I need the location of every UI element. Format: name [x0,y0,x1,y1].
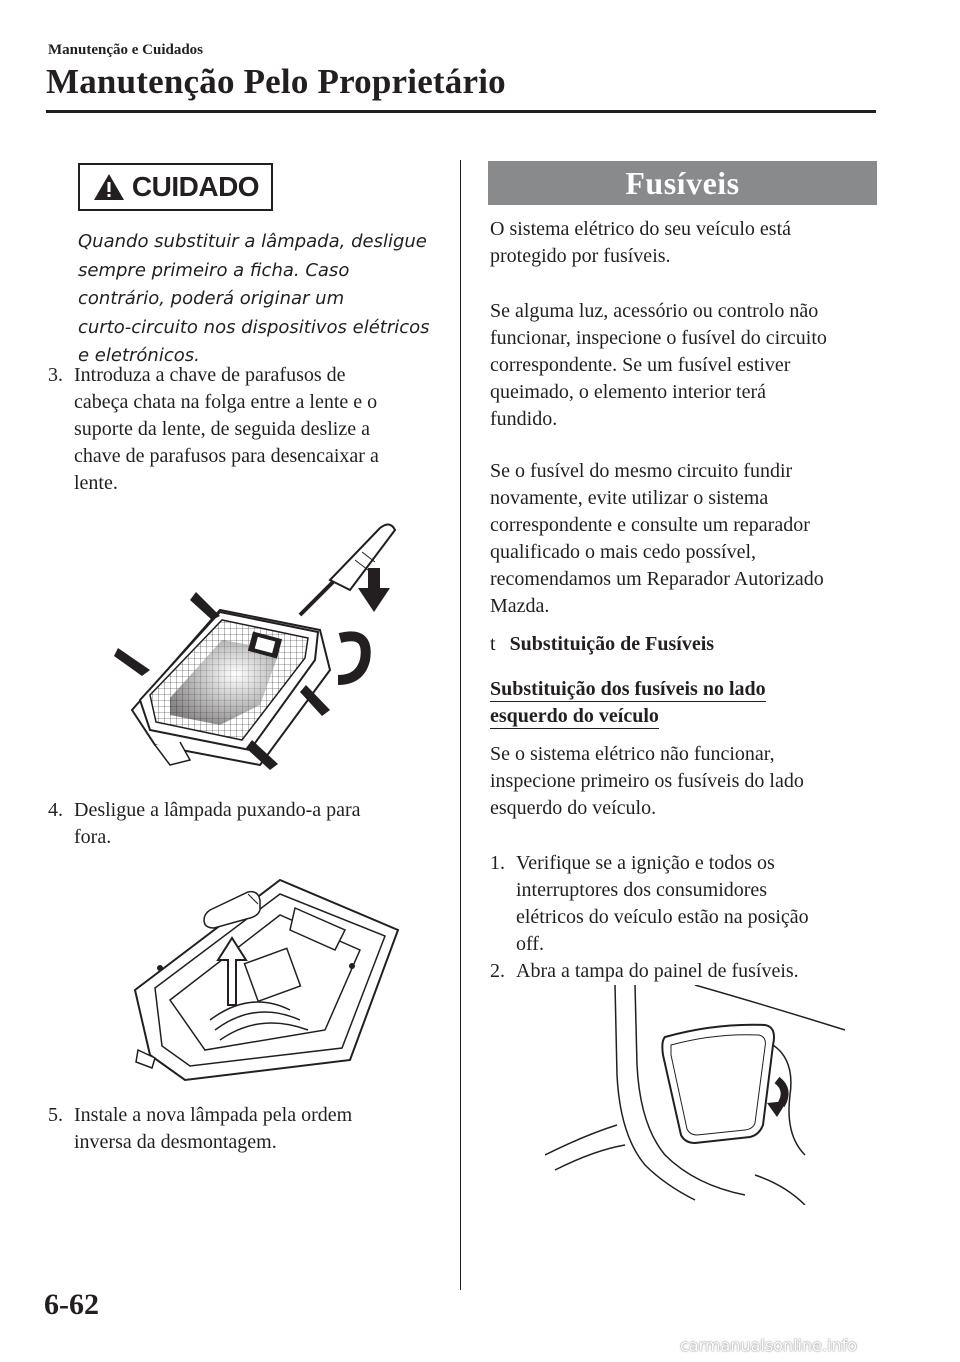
caution-label: CUIDADO [131,171,260,202]
caution-line: sempre primeiro a ficha. Caso [78,259,350,281]
caution-line: contrário, poderá originar um [78,288,345,309]
paragraph-line: O sistema elétrico do seu veículo está [490,218,792,240]
step-3: 3. Introduza a chave de parafusos de cab… [48,362,438,497]
step-line: Instale a nova lâmpada pela ordem [74,1104,353,1126]
step-line: Introduza a chave de parafusos de [74,364,346,386]
warning-triangle-icon [93,174,124,200]
fuse-step-1: 1. Verifique se a ignição e todos os int… [490,850,875,958]
step-line: lente. [74,472,118,494]
paragraph-line: Mazda. [490,595,550,617]
paragraph-line: inspecione primeiro os fusíveis do lado [490,770,804,792]
step-line: suporte da lente, de seguida deslize a [74,418,370,440]
step-number: 4. [48,799,63,821]
caution-box: CUIDADO [78,163,273,211]
chapter-title: Manutenção Pelo Proprietário [46,62,506,101]
step-line: interruptores dos consumidores [516,879,768,901]
step-line: Abra a tampa do painel de fusíveis. [516,960,799,982]
paragraph-line: qualificado o mais cedo possível, [490,541,757,563]
step-number: 1. [490,852,505,874]
subsection-title: Substituição de Fusíveis [509,633,715,655]
step-line: Desligue a lâmpada puxando-a para [74,799,361,821]
step-4: 4. Desligue a lâmpada puxando-a para for… [48,797,438,851]
paragraph-line: Se o sistema elétrico não funcionar, [490,743,775,765]
paragraph-line: fundido. [490,408,558,430]
caution-text: Quando substituir a lâmpada, desligue se… [78,228,438,371]
paragraph-line: correspondente e consulte um reparador [490,514,810,536]
step-text: Instale a nova lâmpada pela ordem invers… [74,1102,438,1156]
fuses-intro-paragraph: Se o sistema elétrico não funcionar, ins… [490,741,875,822]
page-number: 6-62 [44,1288,99,1321]
step-text: Verifique se a ignição e todos os interr… [516,850,875,958]
paragraph-line: correspondente. Se um fusível estiver [490,354,791,376]
caution-line: curto-circuito nos dispositivos elétrico… [78,316,430,338]
paragraph-line: Se o fusível do mesmo circuito fundir [490,460,793,482]
section-label: Manutenção e Cuidados [48,42,204,58]
step-number: 3. [48,364,63,386]
subsection-heading: t Substituição de Fusíveis [490,633,714,656]
paragraph-line: recomendamos um Reparador Autorizado [490,568,824,590]
heading-line: Substituição dos fusíveis no lado [490,678,766,702]
step-line: chave de parafusos para desencaixar a [74,445,379,467]
step-text: Introduza a chave de parafusos de cabeça… [74,362,438,497]
heading-line: esquerdo do veículo [490,705,659,729]
watermark: carmanualsonline.info [680,1336,858,1355]
fuses-paragraph: Se alguma luz, acessório ou controlo não… [490,298,875,433]
paragraph-line: queimado, o elemento interior terá [490,381,767,403]
step-5: 5. Instale a nova lâmpada pela ordem inv… [48,1102,438,1156]
fuses-section-title: Fusíveis [488,161,877,205]
step-line: inversa da desmontagem. [74,1131,277,1153]
fuse-step-2: 2. Abra a tampa do painel de fusíveis. [490,958,875,985]
step-text: Abra a tampa do painel de fusíveis. [516,958,875,985]
lens-removal-illustration [114,523,397,770]
fuses-paragraph: Se o fusível do mesmo circuito fundir no… [490,458,875,620]
step-line: cabeça chata na folga entre a lente e o [74,391,378,413]
step-line: off. [516,933,544,955]
caution-line: e eletrónicos. [78,345,200,366]
sub-subsection-heading: Substituição dos fusíveis no lado esquer… [490,676,810,730]
step-line: fora. [74,826,112,848]
bulb-removal-illustration [133,878,400,1082]
column-divider [460,160,461,1290]
paragraph-line: esquerdo do veículo. [490,797,657,819]
subsection-marker: t [490,633,496,655]
step-number: 5. [48,1104,63,1126]
step-line: elétricos do veículo estão na posição [516,906,809,928]
fuse-panel-cover-illustration [545,985,846,1205]
caution-line: Quando substituir a lâmpada, desligue [78,231,427,252]
paragraph-line: Se alguma luz, acessório ou controlo não [490,300,819,322]
step-number: 2. [490,960,505,982]
paragraph-line: funcionar, inspecione o fusível do circu… [490,327,827,349]
paragraph-line: novamente, evite utilizar o sistema [490,487,769,509]
step-line: Verifique se a ignição e todos os [516,852,775,874]
paragraph-line: protegido por fusíveis. [490,245,671,267]
header-rule [46,110,876,113]
step-text: Desligue a lâmpada puxando-a para fora. [74,797,438,851]
fuses-paragraph: O sistema elétrico do seu veículo está p… [490,216,875,270]
